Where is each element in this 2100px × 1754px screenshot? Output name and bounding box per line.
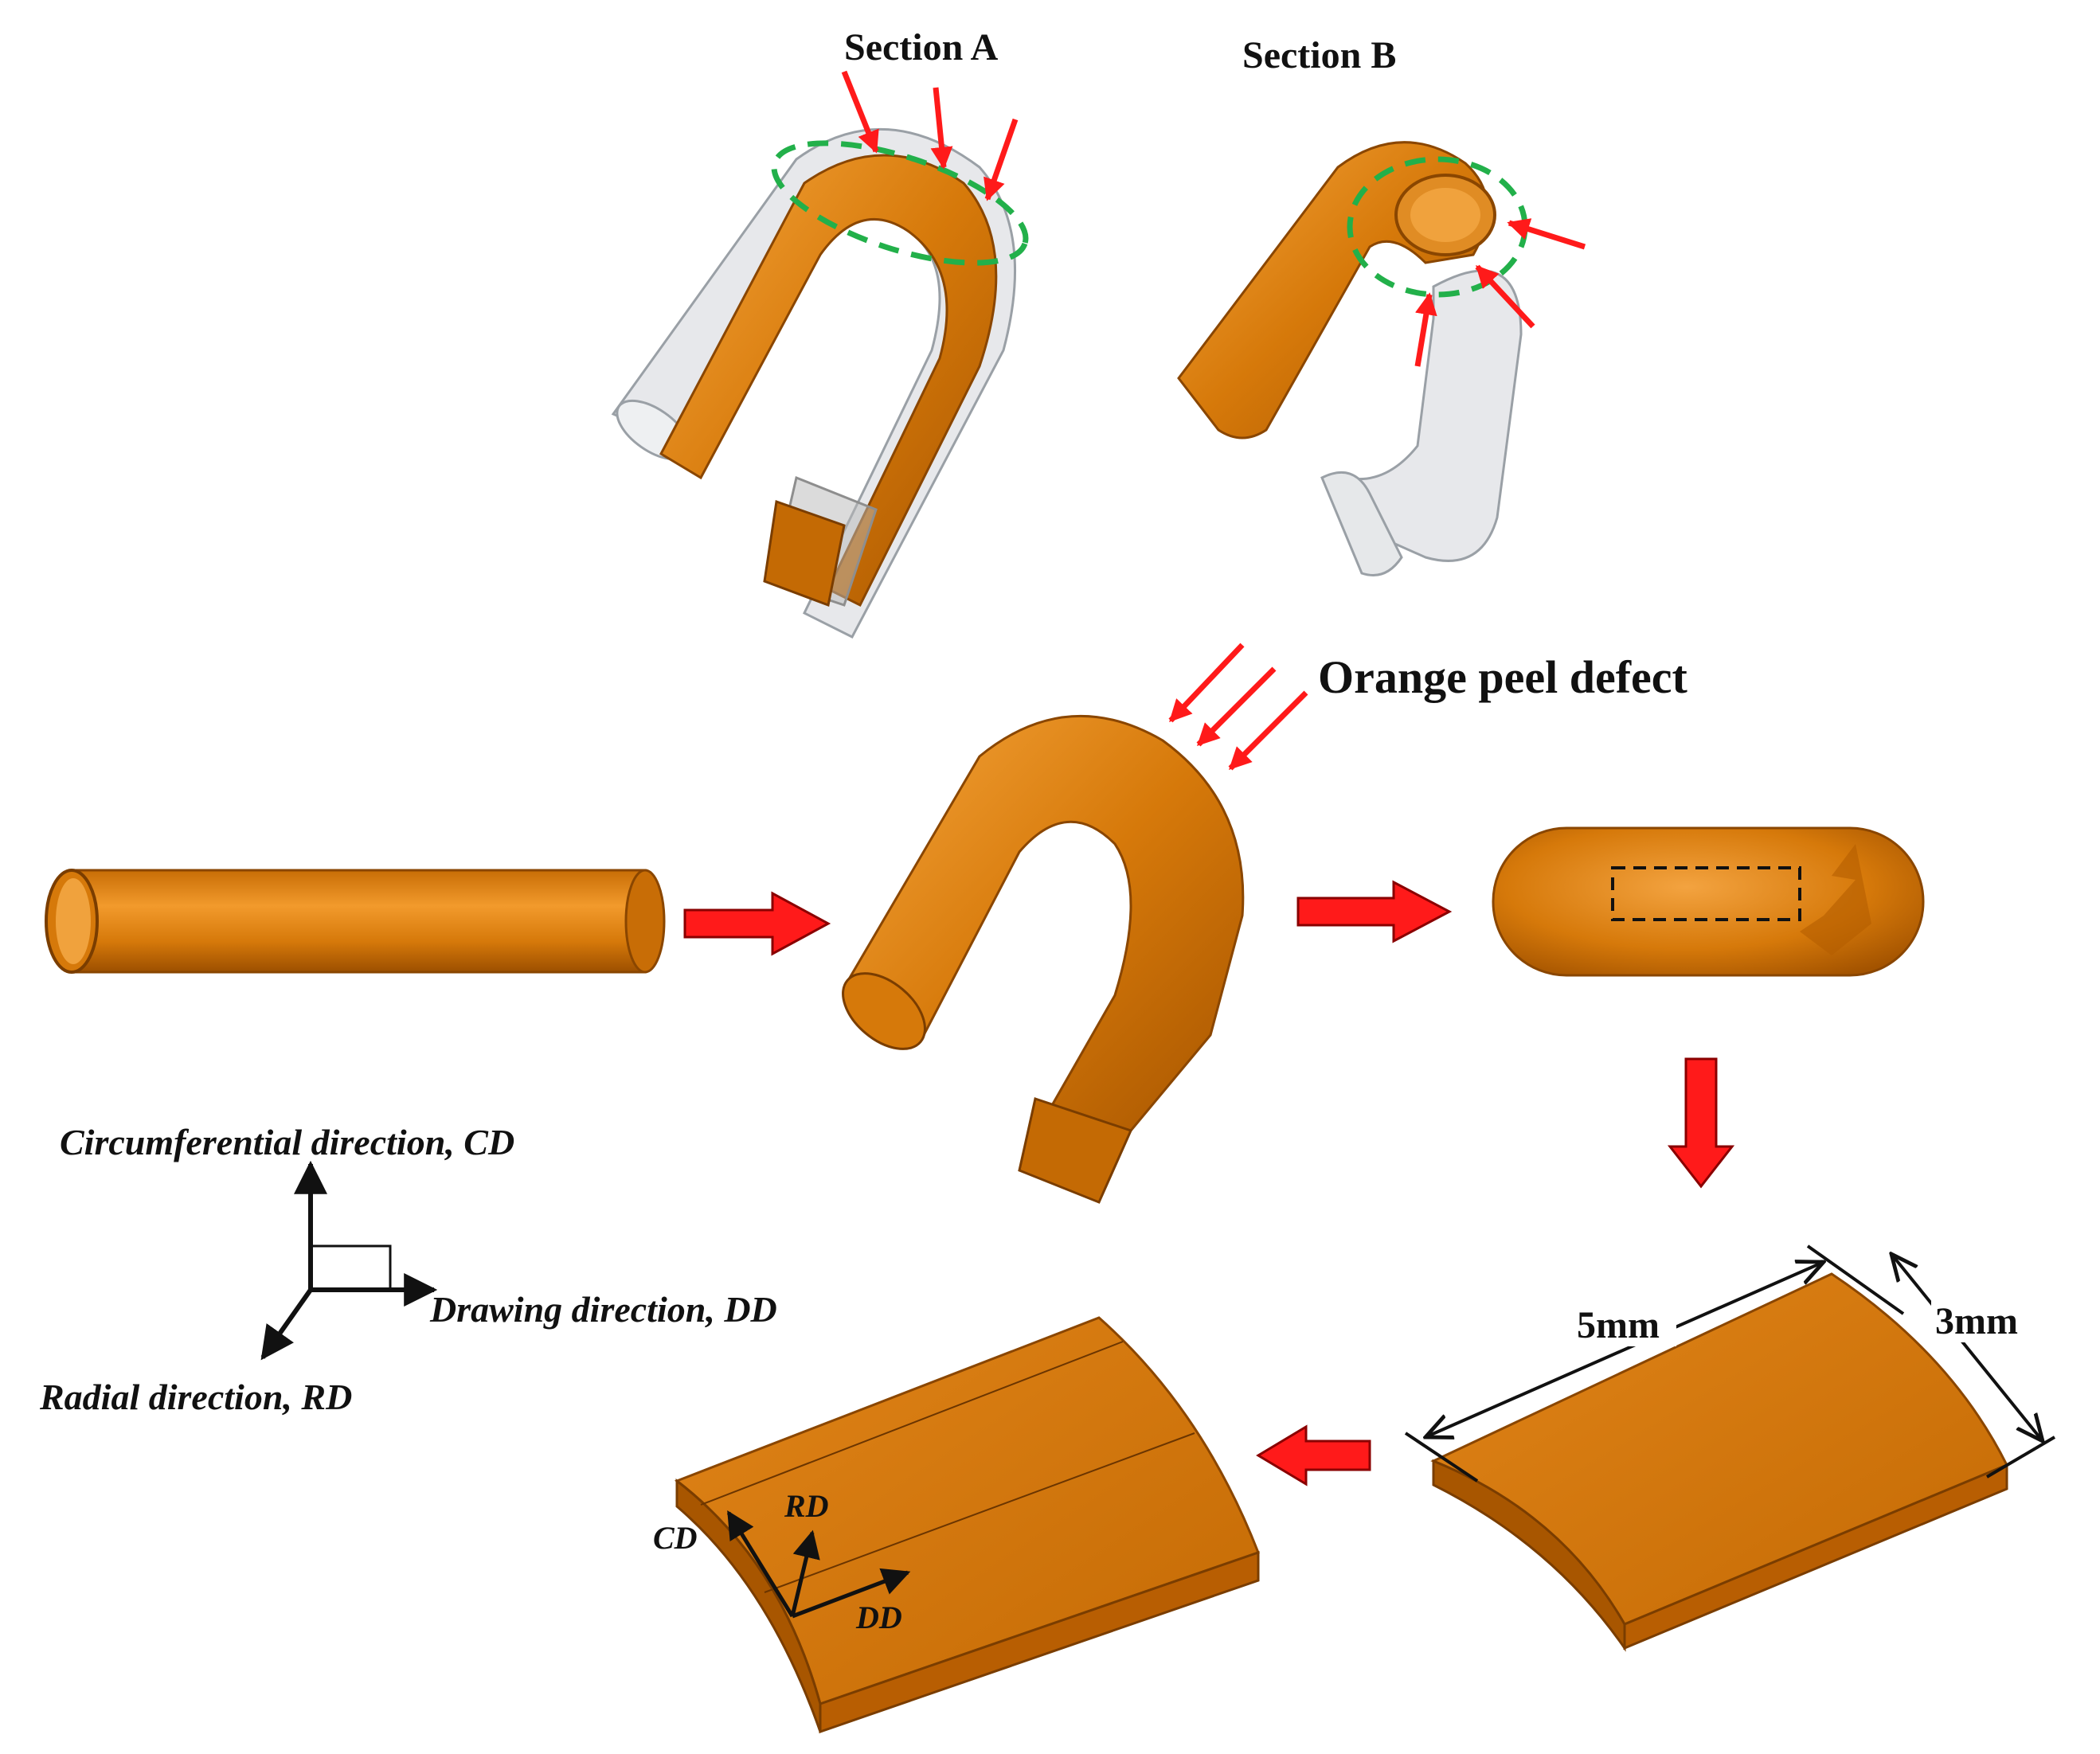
u-tube: Orange peel defect [842, 643, 1688, 1204]
process-arrow-3 [1667, 1057, 1735, 1189]
section-b-arrow-2 [1475, 264, 1535, 329]
u-tube-cut-end [1018, 1097, 1133, 1204]
red-block-arrow-left [1256, 1424, 1371, 1486]
dim-length-label: 5mm [1577, 1304, 1660, 1346]
straight-tube-body [70, 869, 647, 974]
dim-width-line [1891, 1254, 2043, 1441]
sample-rd-arrow [790, 1529, 820, 1617]
red-block-arrow-right-1 [683, 891, 831, 956]
defect-arrow-2 [1196, 666, 1277, 747]
axis-cd-label: Circumferential direction, CD [60, 1122, 514, 1162]
oriented-sample: RD CD DD [653, 1316, 1260, 1734]
section-b-label: Section B [1242, 34, 1396, 76]
axis-triad: Circumferential direction, CD Drawing di… [39, 1122, 777, 1417]
oriented-sample-seam-2 [764, 1432, 1195, 1593]
u-tube-body [842, 714, 1245, 1132]
sample-top-face [1430, 1272, 2009, 1626]
flattened-tube [1492, 826, 1925, 977]
axis-rd-arrow [260, 1288, 313, 1361]
section-b-arrow-1 [1507, 218, 1586, 250]
sample-cd-label: CD [653, 1520, 698, 1556]
sample-rd-label: RD [784, 1488, 829, 1524]
sampling-region [1611, 866, 1801, 921]
axis-rd-label: Radial direction, RD [39, 1377, 352, 1417]
u-tube-opening [842, 972, 926, 1050]
sample-side-edge [1623, 1463, 2008, 1650]
process-arrow-4 [1256, 1424, 1371, 1486]
oriented-sample-seam-1 [700, 1341, 1124, 1506]
section-a-arrow-1 [841, 70, 879, 154]
process-arrow-2 [1296, 880, 1453, 943]
flattened-tube-crack [1800, 844, 1871, 955]
section-a-copper-half [659, 154, 998, 607]
dim-length-label-bg [1573, 1302, 1676, 1346]
straight-tube-opening-inner [56, 878, 91, 964]
dim-length-line [1425, 1262, 1824, 1437]
sample-dd-arrow [792, 1568, 911, 1619]
dim-ext-1 [1404, 1432, 1479, 1483]
axis-plane-marker [309, 1244, 392, 1291]
red-block-arrow-down [1667, 1057, 1735, 1189]
dimensioned-sample: 5mm 3mm [1404, 1244, 2056, 1652]
process-arrow-1 [683, 891, 831, 956]
orange-peel-label: Orange peel defect [1318, 651, 1688, 703]
sample-cd-arrow [726, 1510, 795, 1618]
section-a-arrow-3 [984, 118, 1019, 201]
oriented-sample-top-face [674, 1316, 1260, 1705]
sample-dd-label: DD [855, 1600, 902, 1635]
section-a-label: Section A [844, 26, 999, 68]
defect-arrow-1 [1168, 643, 1245, 723]
dim-width-label-bg [1931, 1298, 2035, 1342]
dim-width-label: 3mm [1935, 1300, 2018, 1342]
section-a-figure: Section A [611, 26, 1029, 639]
section-b-ghost-cut [1320, 471, 1403, 576]
red-block-arrow-right-2 [1296, 880, 1453, 943]
section-b-opening-inner [1410, 188, 1480, 242]
defect-arrow-3 [1228, 690, 1308, 771]
straight-tube [45, 869, 666, 974]
section-b-figure: Section B [1177, 34, 1586, 576]
section-a-cut-end [763, 499, 846, 607]
section-b-arrow-3 [1414, 292, 1437, 367]
straight-tube-end-right [624, 869, 666, 974]
dim-ext-2 [1806, 1244, 1905, 1315]
oriented-sample-side-edge [819, 1550, 1260, 1734]
section-a-arrow-2 [930, 87, 953, 170]
axis-dd-label: Drawing direction, DD [429, 1289, 777, 1330]
